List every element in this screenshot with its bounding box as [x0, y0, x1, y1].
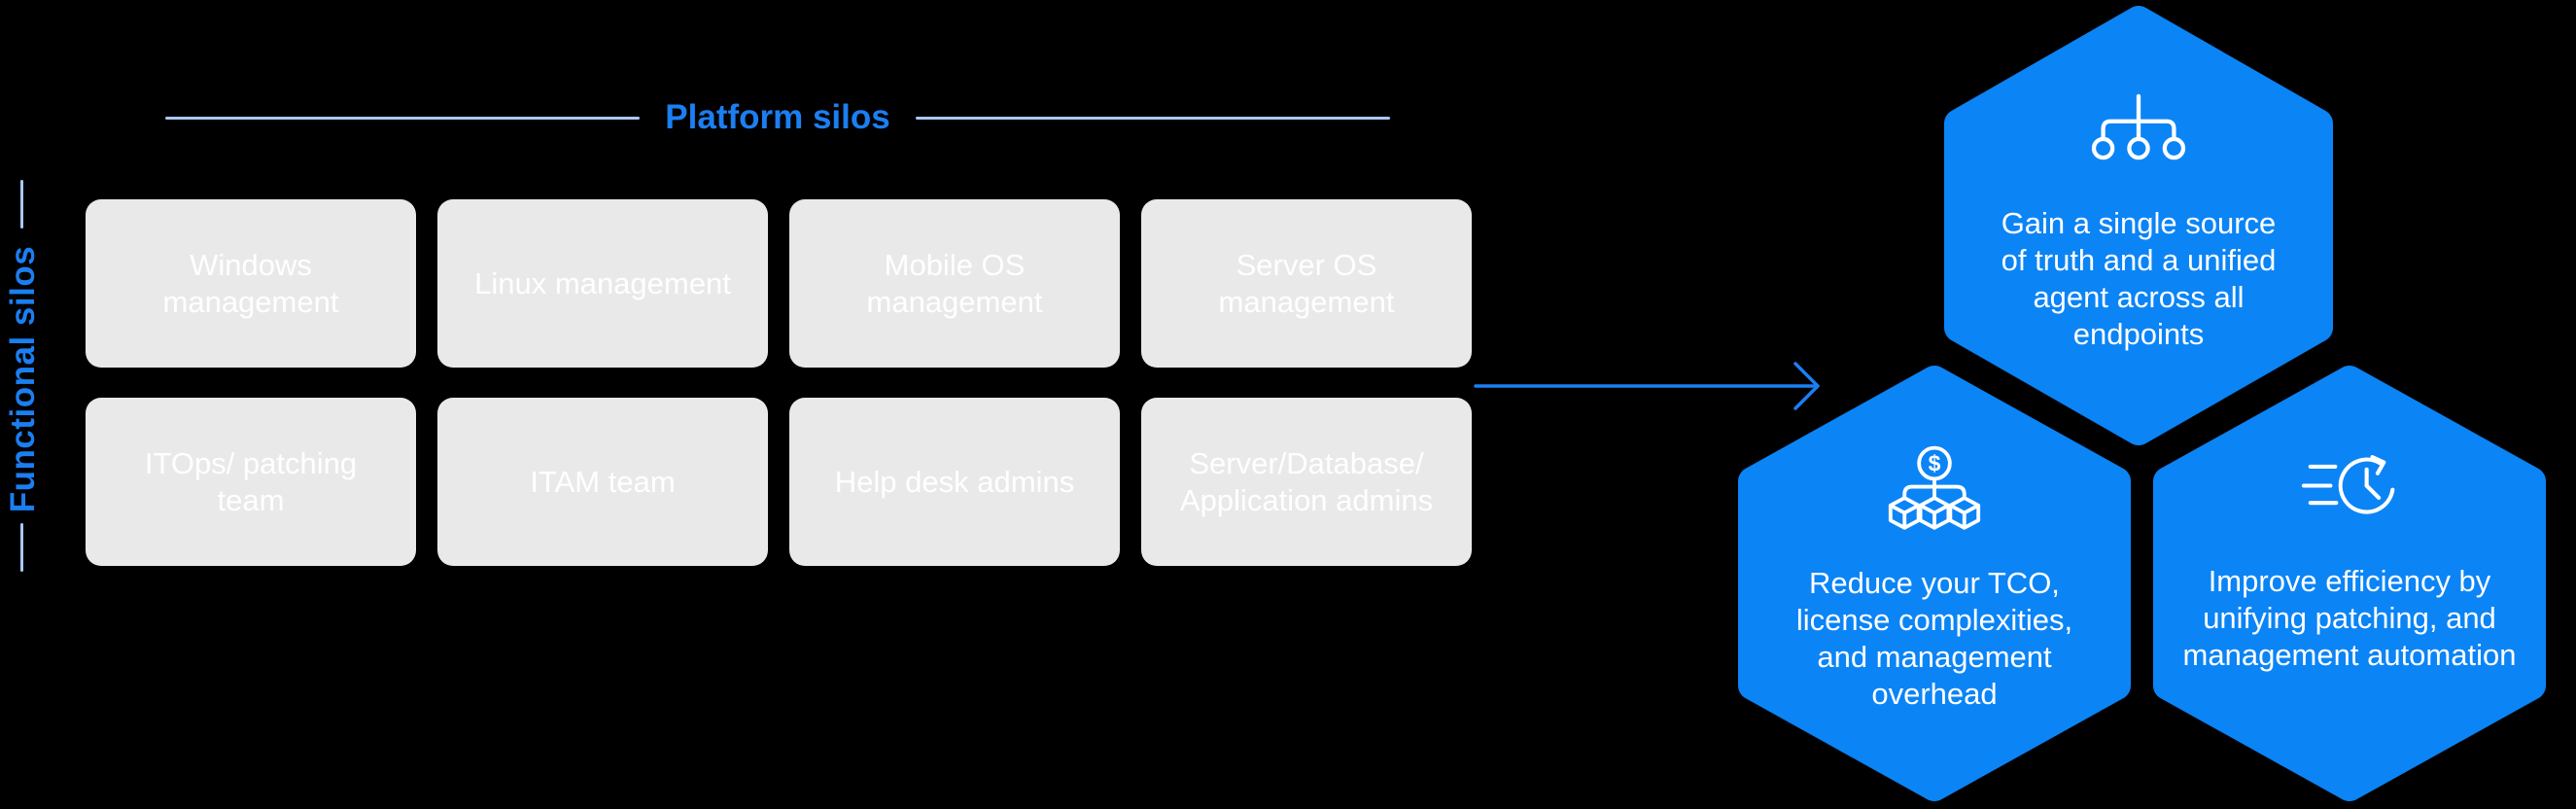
functional-silos-label: Functional silos: [4, 245, 42, 513]
hexagon-shape: [1944, 6, 2333, 445]
hexagon-shape: [2153, 366, 2546, 801]
speed-clock-icon: [2301, 454, 2395, 514]
silo-box-server-database-application-admins: Server/Database/ Application admins: [1141, 398, 1472, 566]
benefit-text-reduce-tco: Reduce your TCO, license complexities, a…: [1795, 565, 2073, 711]
flow-arrow-icon: [1474, 362, 1820, 410]
benefit-hexagon-single-source: Gain a single source of truth and a unif…: [1944, 4, 2333, 447]
benefit-hexagon-improve-efficiency: Improve efficiency by unifying patching,…: [2153, 364, 2546, 803]
hexagon-shape: [1738, 366, 2131, 801]
functional-silos-line-bottom: [20, 523, 23, 572]
silo-box-linux-management: Linux management: [437, 199, 768, 368]
silo-box-server-os-management: Server OS management: [1141, 199, 1472, 368]
cost-cubes-icon: $: [1888, 445, 1981, 530]
benefit-hexagon-reduce-tco: $ Reduce your TCO, license complexities,…: [1738, 364, 2131, 803]
silo-box-help-desk-admins: Help desk admins: [789, 398, 1120, 566]
benefit-text-improve-efficiency: Improve efficiency by unifying patching,…: [2182, 563, 2517, 672]
sitemap-icon: [2091, 93, 2186, 159]
benefit-text-single-source: Gain a single source of truth and a unif…: [2001, 205, 2277, 351]
svg-text:$: $: [1929, 450, 1941, 475]
silo-box-itops-patching-team: ITOps/ patching team: [86, 398, 416, 566]
platform-silos-line-right: [915, 116, 1391, 120]
platform-silos-header: Platform silos: [165, 98, 1391, 137]
silo-box-itam-team: ITAM team: [437, 398, 768, 566]
silo-box-windows-management: Windows management: [86, 199, 416, 368]
silo-box-mobile-os-management: Mobile OS management: [789, 199, 1120, 368]
platform-silos-line-left: [165, 116, 641, 120]
platform-silos-title: Platform silos: [665, 98, 890, 136]
functional-silos-line-top: [20, 180, 23, 229]
silo-grid: Windows management Linux management Mobi…: [86, 199, 1472, 566]
